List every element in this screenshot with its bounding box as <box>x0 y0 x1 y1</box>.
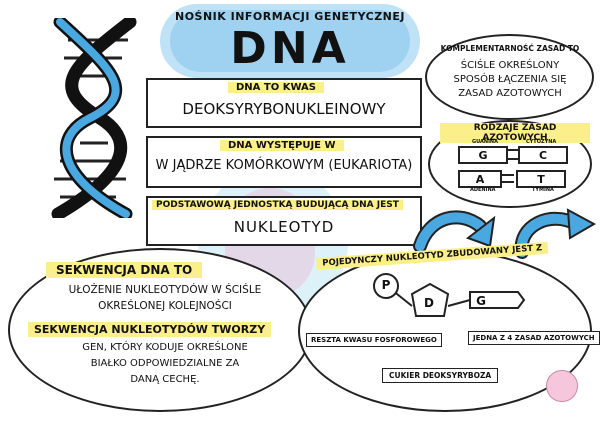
corner-logo <box>546 370 578 402</box>
dna-unit-value: NUKLEOTYD <box>233 218 335 236</box>
header-cloud-dark <box>170 10 410 72</box>
header-subtitle: NOŚNIK INFORMACJI GENETYCZNEJ <box>174 10 405 23</box>
dna-location-label: DNA WYSTĘPUJE W <box>220 140 344 151</box>
base-a-cell: A <box>458 170 502 188</box>
dna-unit-label: PODSTAWOWĄ JEDNOSTKĄ BUDUJĄCĄ DNA JEST <box>152 200 403 210</box>
header-title: DNA <box>230 23 350 74</box>
base-label: JEDNA Z 4 ZASAD AZOTOWYCH <box>468 331 600 345</box>
complementarity-line3: ZASAD AZOTOWYCH <box>458 88 562 99</box>
sequence-text1b: OKREŚLONEJ KOLEJNOŚCI <box>98 300 232 312</box>
tymina-label: TYMINA <box>532 187 554 193</box>
complementarity-line2: SPOSÓB ŁĄCZENIA SIĘ <box>453 74 567 85</box>
nucleotide-diagram <box>373 273 526 317</box>
sequence-text1a: UŁOŻENIE NUKLEOTYDÓW W ŚCIŚLE <box>68 284 262 296</box>
adenina-label: ADENINA <box>470 187 496 193</box>
base-shape <box>469 291 526 309</box>
dna-acid-value: DEOKSYRYBONUKLEINOWY <box>182 100 386 118</box>
sequence-text2a: GEN, KTÓRY KODUJE OKREŚLONE <box>82 342 248 353</box>
base-c-cell: C <box>518 146 568 164</box>
nucleotide-d-letter: D <box>424 296 434 310</box>
dna-helix-illustration <box>51 18 137 218</box>
sugar-label: CUKIER DEOKSYRYBOZA <box>382 368 499 383</box>
base-t-cell: T <box>516 170 566 188</box>
at-bond <box>500 174 514 183</box>
dna-acid-label: DNA TO KWAS <box>228 82 324 93</box>
sequence-title2: SEKWENCJA NUKLEOTYDÓW TWORZY <box>28 322 272 337</box>
sequence-text2b: BIAŁKO ODPOWIEDZIALNE ZA <box>90 358 240 369</box>
guanina-label: GUANINA <box>472 139 498 145</box>
complementarity-line1: ŚCIŚLE OKREŚLONY <box>460 60 560 71</box>
bases-title: RODZAJE ZASAD AZOTOWYCH <box>440 123 590 143</box>
dna-location-value: W JĄDRZE KOMÓRKOWYM (EUKARIOTA) <box>155 158 413 173</box>
sugar-pentagon <box>410 282 450 317</box>
nucleotide-g-letter: G <box>476 294 486 308</box>
gc-bond <box>506 149 518 160</box>
cytozyna-label: CYTOZYNA <box>526 139 557 145</box>
complementarity-title: KOMPLEMENTARNOŚĆ ZASAD TO <box>440 44 580 53</box>
sequence-title1: SEKWENCJA DNA TO <box>46 262 203 278</box>
base-g-cell: G <box>458 146 508 164</box>
phosphate-circle <box>373 273 399 299</box>
complementarity-oval <box>425 34 594 120</box>
nucleotide-p-letter: P <box>381 278 391 292</box>
sequence-text2c: DANĄ CECHĘ. <box>130 374 200 385</box>
phosphate-label: RESZTA KWASU FOSFOROWEGO <box>306 333 442 347</box>
